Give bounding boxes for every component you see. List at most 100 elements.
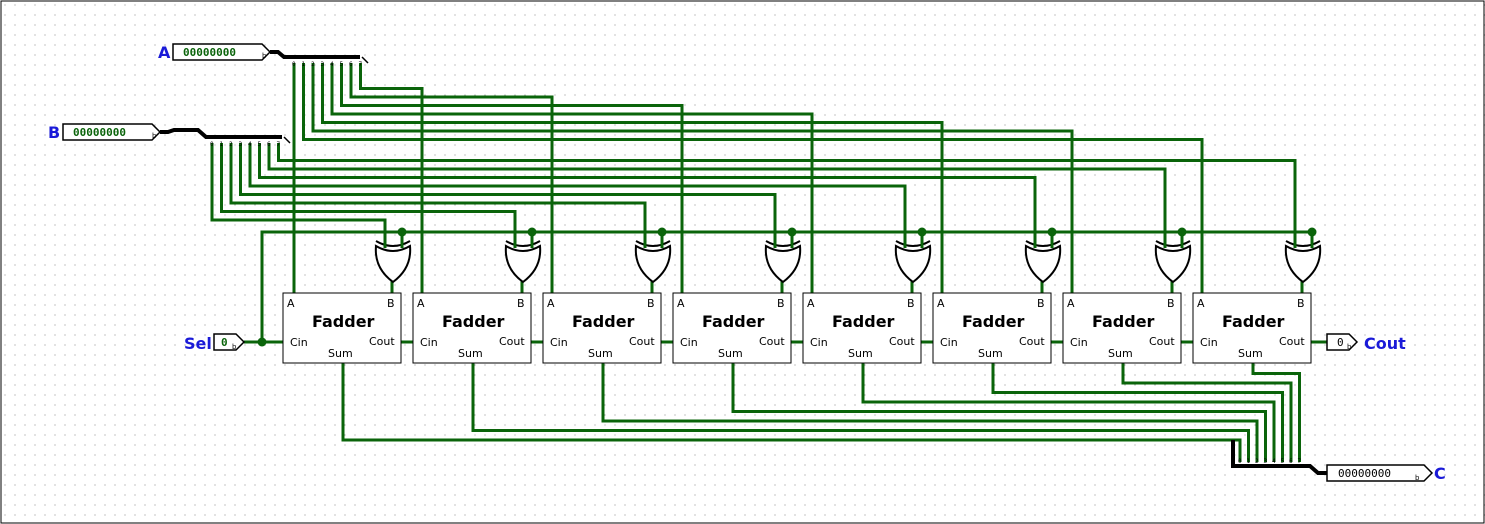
- xor-gate-body: [374, 244, 412, 284]
- adder-port-cin-label: Cin: [290, 336, 308, 349]
- sel-junction: [257, 337, 267, 347]
- xor-gate[interactable]: [1024, 240, 1062, 284]
- xor-gate-body: [1024, 244, 1062, 284]
- splitter-b-tail: [283, 136, 291, 144]
- adder-port-cout-label: Cout: [1279, 335, 1305, 348]
- adder-port-b-label: B: [517, 297, 525, 310]
- xor-gate-back-curve: [1025, 240, 1061, 247]
- splitter-b-bit-label: 2: [229, 141, 233, 148]
- xor-gate-back-curve: [635, 240, 671, 247]
- input-b-radix: b: [152, 132, 157, 140]
- xor-gate-back-curve: [505, 240, 541, 247]
- sel-tap-junction: [1307, 227, 1317, 237]
- adder-title: Fadder: [1222, 312, 1285, 331]
- adder-port-cout-label: Cout: [759, 335, 785, 348]
- adder-port-cin-label: Cin: [1070, 336, 1088, 349]
- sel-tap-junction: [1177, 227, 1187, 237]
- adder-port-cin-label: Cin: [940, 336, 958, 349]
- adder-port-cin-label: Cin: [420, 336, 438, 349]
- xor-gate[interactable]: [634, 240, 672, 284]
- wire-b-bit-5: [258, 143, 1037, 243]
- xor-gate[interactable]: [764, 240, 802, 284]
- xor-gate-back-curve: [375, 240, 411, 247]
- adder-port-cin-label: Cin: [680, 336, 698, 349]
- adder-port-b-label: B: [387, 297, 395, 310]
- adder-title: Fadder: [442, 312, 505, 331]
- splitter-a-bit-label: 6: [349, 61, 353, 68]
- input-sel-radix: b: [232, 343, 237, 351]
- xor-gate-body: [894, 244, 932, 284]
- xor-gate[interactable]: [1284, 240, 1322, 284]
- output-c-value: 00000000: [1338, 467, 1391, 480]
- input-pin-a[interactable]: A 00000000 b: [158, 43, 272, 62]
- output-cout-value: 0: [1337, 336, 1344, 349]
- output-c-box: [1326, 464, 1434, 482]
- input-pin-b[interactable]: B 00000000 b: [48, 123, 162, 142]
- input-sel-box: [213, 333, 246, 351]
- input-b-box: [62, 123, 162, 141]
- input-a-label: A: [158, 43, 171, 62]
- input-pin-sel[interactable]: Sel 0 b: [184, 333, 246, 353]
- input-sel-value: 0: [221, 336, 228, 349]
- wire-b-bit-6: [267, 143, 1167, 243]
- adder-title: Fadder: [832, 312, 895, 331]
- splitter-c-bit-label: 2: [1255, 458, 1259, 465]
- splitter-c-bit-label: 3: [1264, 458, 1268, 465]
- wire-sel-bus: [260, 230, 1312, 342]
- adder-port-b-label: B: [1037, 297, 1045, 310]
- xor-gate-back-curve: [895, 240, 931, 247]
- wire-a-bit-5: [340, 63, 684, 300]
- input-sel-label: Sel: [184, 334, 212, 353]
- bus-b-to-splitter: [160, 128, 282, 139]
- splitter-c-bit-label: 6: [1289, 458, 1293, 465]
- adder-port-cout-label: Cout: [1149, 335, 1175, 348]
- adder-port-cout-label: Cout: [889, 335, 915, 348]
- adder-title: Fadder: [702, 312, 765, 331]
- adder-port-b-label: B: [907, 297, 915, 310]
- splitter-a-bit-label: 7: [359, 61, 363, 68]
- xor-gate[interactable]: [894, 240, 932, 284]
- adder-port-sum-label: Sum: [848, 347, 873, 360]
- wire-sum-1: [471, 363, 1250, 462]
- full-adder-box: [1062, 292, 1182, 364]
- output-pin-cout[interactable]: 0 b Cout: [1326, 333, 1406, 353]
- xor-gate-body: [764, 244, 802, 284]
- xor-gate-back-curve: [1155, 240, 1191, 247]
- adder-title: Fadder: [572, 312, 635, 331]
- full-adder-box: [282, 292, 402, 364]
- adder-port-a-label: A: [807, 297, 815, 310]
- output-cout-box: [1326, 333, 1359, 351]
- adder-port-a-label: A: [937, 297, 945, 310]
- wire-sum-7: [1251, 363, 1301, 462]
- wire-b-bit-1: [220, 143, 517, 243]
- wire-a-bit-6: [349, 63, 554, 300]
- output-c-radix: b: [1415, 474, 1420, 482]
- adder-port-sum-label: Sum: [1238, 347, 1263, 360]
- wire-sum-5: [991, 363, 1284, 462]
- splitter-c-bit-label: 7: [1298, 458, 1302, 465]
- sel-tap-junction: [787, 227, 797, 237]
- full-adder-box: [932, 292, 1052, 364]
- adder-port-a-label: A: [547, 297, 555, 310]
- splitter-c-bit-label: 1: [1247, 458, 1251, 465]
- wire-a-bit-1: [302, 63, 1204, 300]
- xor-gate[interactable]: [374, 240, 412, 284]
- splitter-a-bit-label: 3: [321, 61, 325, 68]
- input-a-box: [172, 43, 272, 61]
- xor-gate[interactable]: [1154, 240, 1192, 284]
- bus-c-merge: [1231, 440, 1327, 475]
- full-adder-box: [412, 292, 532, 364]
- xor-gate[interactable]: [504, 240, 542, 284]
- output-pin-c[interactable]: 00000000 b C: [1326, 464, 1446, 483]
